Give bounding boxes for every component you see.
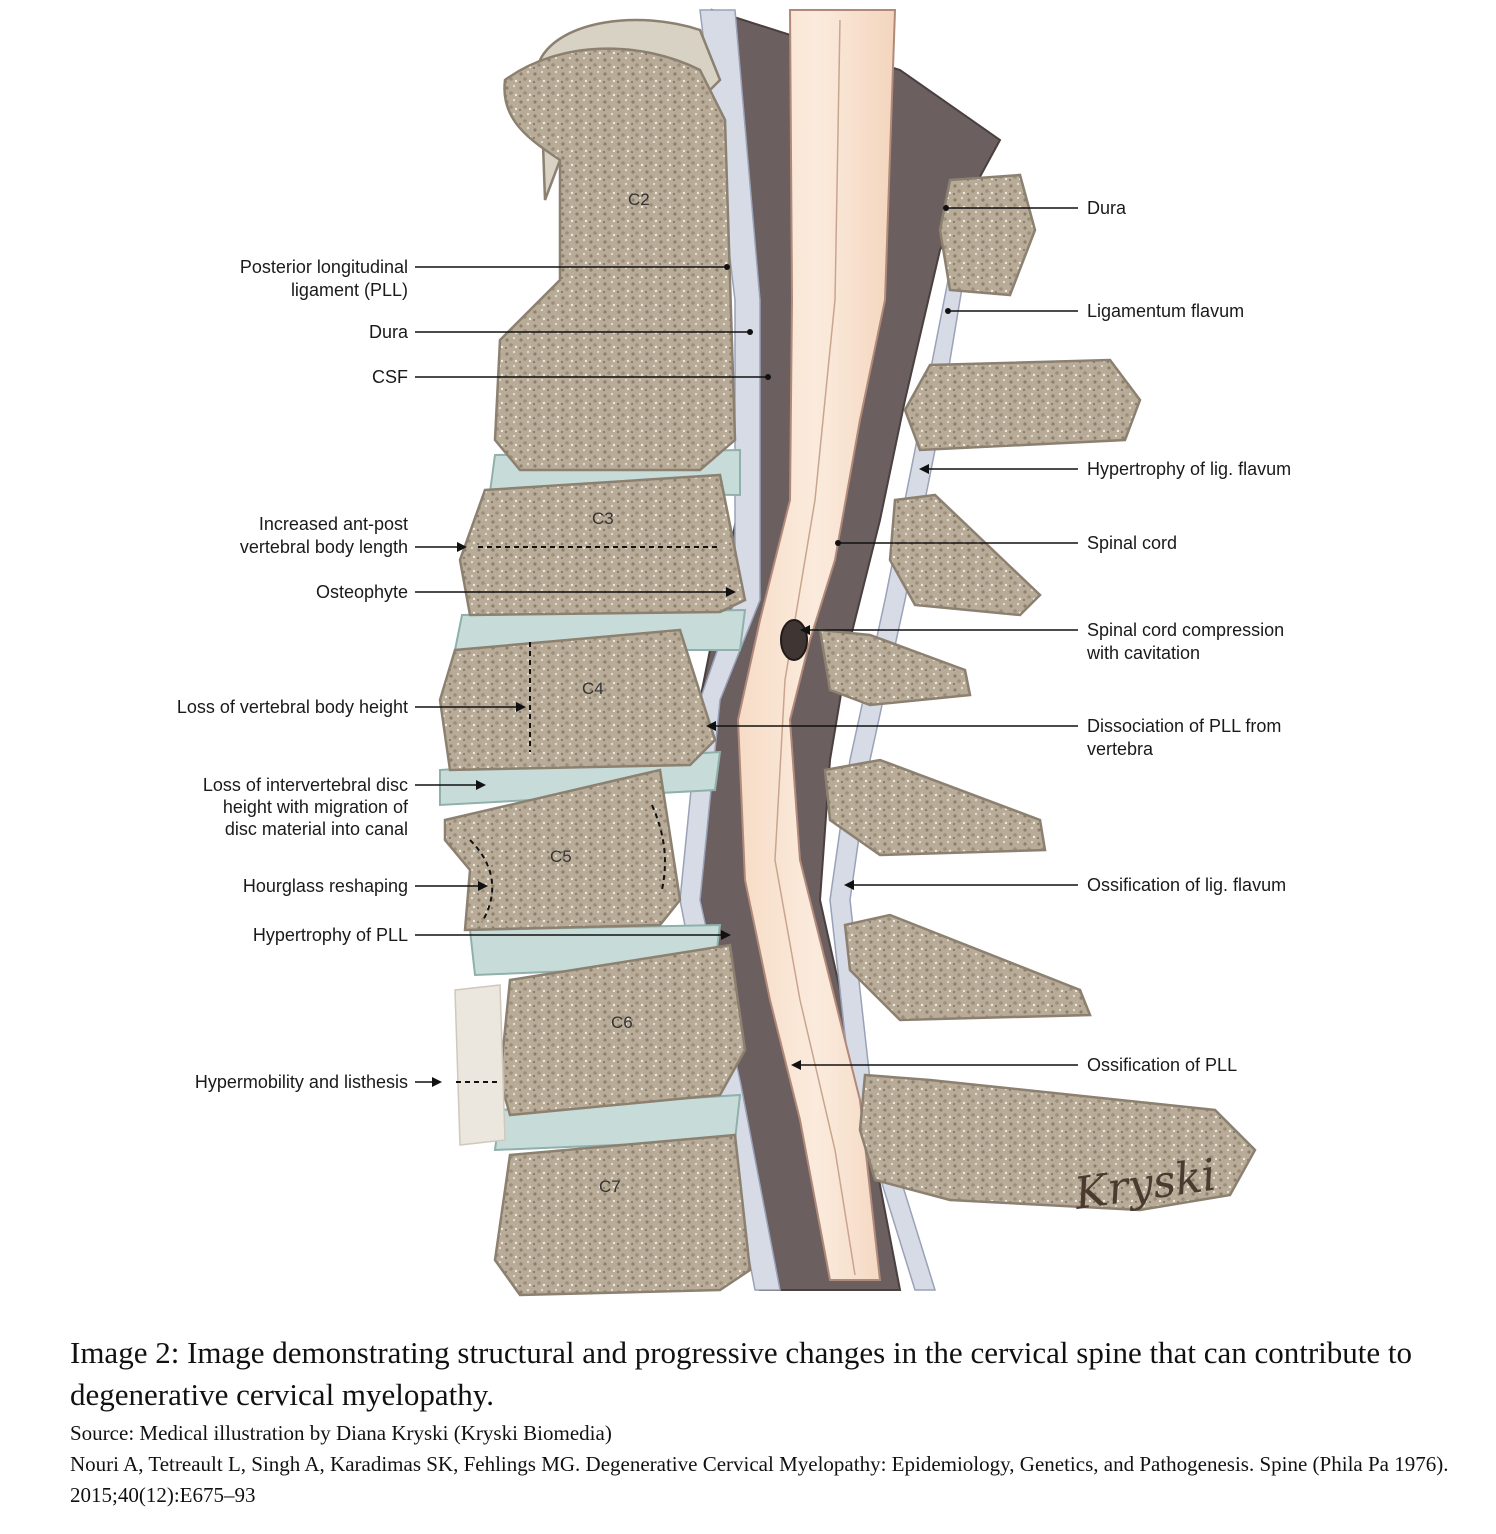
label-hourglass: Hourglass reshaping — [243, 876, 408, 896]
figure-caption: Image 2: Image demonstrating structural … — [70, 1332, 1470, 1511]
vertebra-c7 — [493, 1133, 752, 1297]
lamina-c6 — [823, 758, 1047, 857]
lamina-c7 — [843, 913, 1092, 1022]
vertebra-label-c7: C7 — [599, 1177, 621, 1196]
vertebra-label-c2: C2 — [628, 190, 650, 209]
lamina-t1 — [858, 1073, 1257, 1212]
lamina-c2 — [938, 173, 1037, 297]
hourglass-left-curve — [469, 839, 494, 923]
vertebra-c2 — [493, 47, 737, 472]
label-hypertrophy-flavum: Hypertrophy of lig. flavum — [1087, 459, 1291, 479]
listhesis-ghost — [454, 984, 506, 1146]
lamina-c5 — [818, 628, 972, 707]
spinal-cord — [736, 9, 897, 1281]
label-ossification-flavum: Ossification of lig. flavum — [1087, 875, 1286, 895]
label-spinal-cord: Spinal cord — [1087, 533, 1177, 553]
label-csf: CSF — [372, 367, 408, 387]
lamina-c4 — [888, 493, 1042, 617]
cervical-spine-illustration: C2 C3 C4 C5 C6 C7 Posterior longitudinal… — [177, 8, 1291, 1297]
vertebra-c3 — [458, 473, 747, 617]
vertebra-label-c4: C4 — [582, 679, 604, 698]
lamina-c3 — [903, 358, 1142, 452]
vertebra-label-c6: C6 — [611, 1013, 633, 1032]
caption-source: Source: Medical illustration by Diana Kr… — [70, 1421, 612, 1445]
cord-central-line — [774, 19, 856, 1276]
label-loss-height: Loss of vertebral body height — [177, 697, 408, 717]
vertebra-c4 — [438, 628, 717, 772]
label-hypertrophy-pll: Hypertrophy of PLL — [253, 925, 408, 945]
label-listhesis: Hypermobility and listhesis — [195, 1072, 408, 1092]
label-osteophyte: Osteophyte — [316, 582, 408, 602]
label-ligamentum-flavum: Ligamentum flavum — [1087, 301, 1244, 321]
left-leaders — [415, 264, 771, 1087]
right-leaders — [706, 205, 1078, 1070]
cavitation-lesion — [780, 619, 808, 661]
right-labels: Dura Ligamentum flavum Hypertrophy of li… — [1086, 198, 1291, 1075]
vertebra-c5 — [443, 768, 682, 932]
hourglass-right-curve — [651, 804, 666, 891]
caption-title: Image 2: Image demonstrating structural … — [70, 1335, 1413, 1412]
vertebra-label-c3: C3 — [592, 509, 614, 528]
label-dura-right: Dura — [1087, 198, 1127, 218]
label-dura-left: Dura — [369, 322, 409, 342]
vertebra-label-c5: C5 — [550, 847, 572, 866]
caption-reference: Nouri A, Tetreault L, Singh A, Karadimas… — [70, 1452, 1449, 1507]
label-ossification-pll: Ossification of PLL — [1087, 1055, 1237, 1075]
